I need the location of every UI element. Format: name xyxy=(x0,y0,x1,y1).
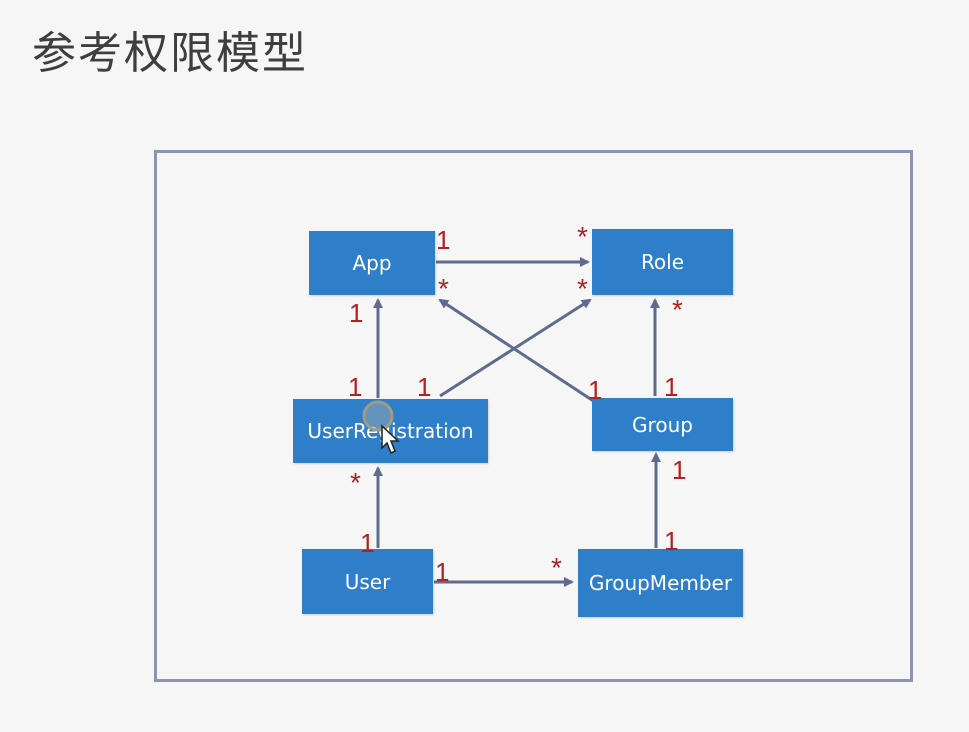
mult-app-to-role-app: 1 xyxy=(436,225,451,255)
mult-role-from-userreg: * xyxy=(577,273,588,304)
node-role-label: Role xyxy=(640,250,685,274)
mult-app-from-group: * xyxy=(438,273,449,304)
mult-groupmember-to-group: 1 xyxy=(664,526,679,556)
node-app-label: App xyxy=(352,251,392,275)
node-user-label: User xyxy=(344,569,391,594)
node-user: User xyxy=(302,549,433,614)
mult-groupmember-from-user: * xyxy=(551,552,562,583)
node-app: App xyxy=(309,231,435,295)
node-group-member-label: GroupMember xyxy=(588,571,733,595)
mult-userreg-to-role: 1 xyxy=(417,372,432,402)
mult-userreg-to-app: 1 xyxy=(348,372,363,402)
mult-userreg-from-user: * xyxy=(350,467,361,498)
mult-group-to-app: 1 xyxy=(588,375,603,405)
edge-group-to-app xyxy=(438,298,599,406)
mult-role-from-group: * xyxy=(672,294,683,325)
mult-group-from-groupmember: 1 xyxy=(672,455,687,485)
slide-title: 参考权限模型 xyxy=(32,28,308,79)
mult-group-to-role: 1 xyxy=(664,372,679,402)
node-group: Group xyxy=(592,398,733,451)
mult-app-from-userreg: 1 xyxy=(349,298,364,328)
node-group-member: GroupMember xyxy=(578,549,743,617)
mult-user-to-groupmember: 1 xyxy=(435,557,450,587)
diagram-frame xyxy=(154,150,913,682)
node-group-label: Group xyxy=(632,412,693,437)
mouse-pointer-icon xyxy=(362,400,400,455)
node-role: Role xyxy=(592,229,733,295)
mult-app-to-role-role: * xyxy=(577,221,588,252)
mult-user-to-userreg: 1 xyxy=(360,528,375,558)
